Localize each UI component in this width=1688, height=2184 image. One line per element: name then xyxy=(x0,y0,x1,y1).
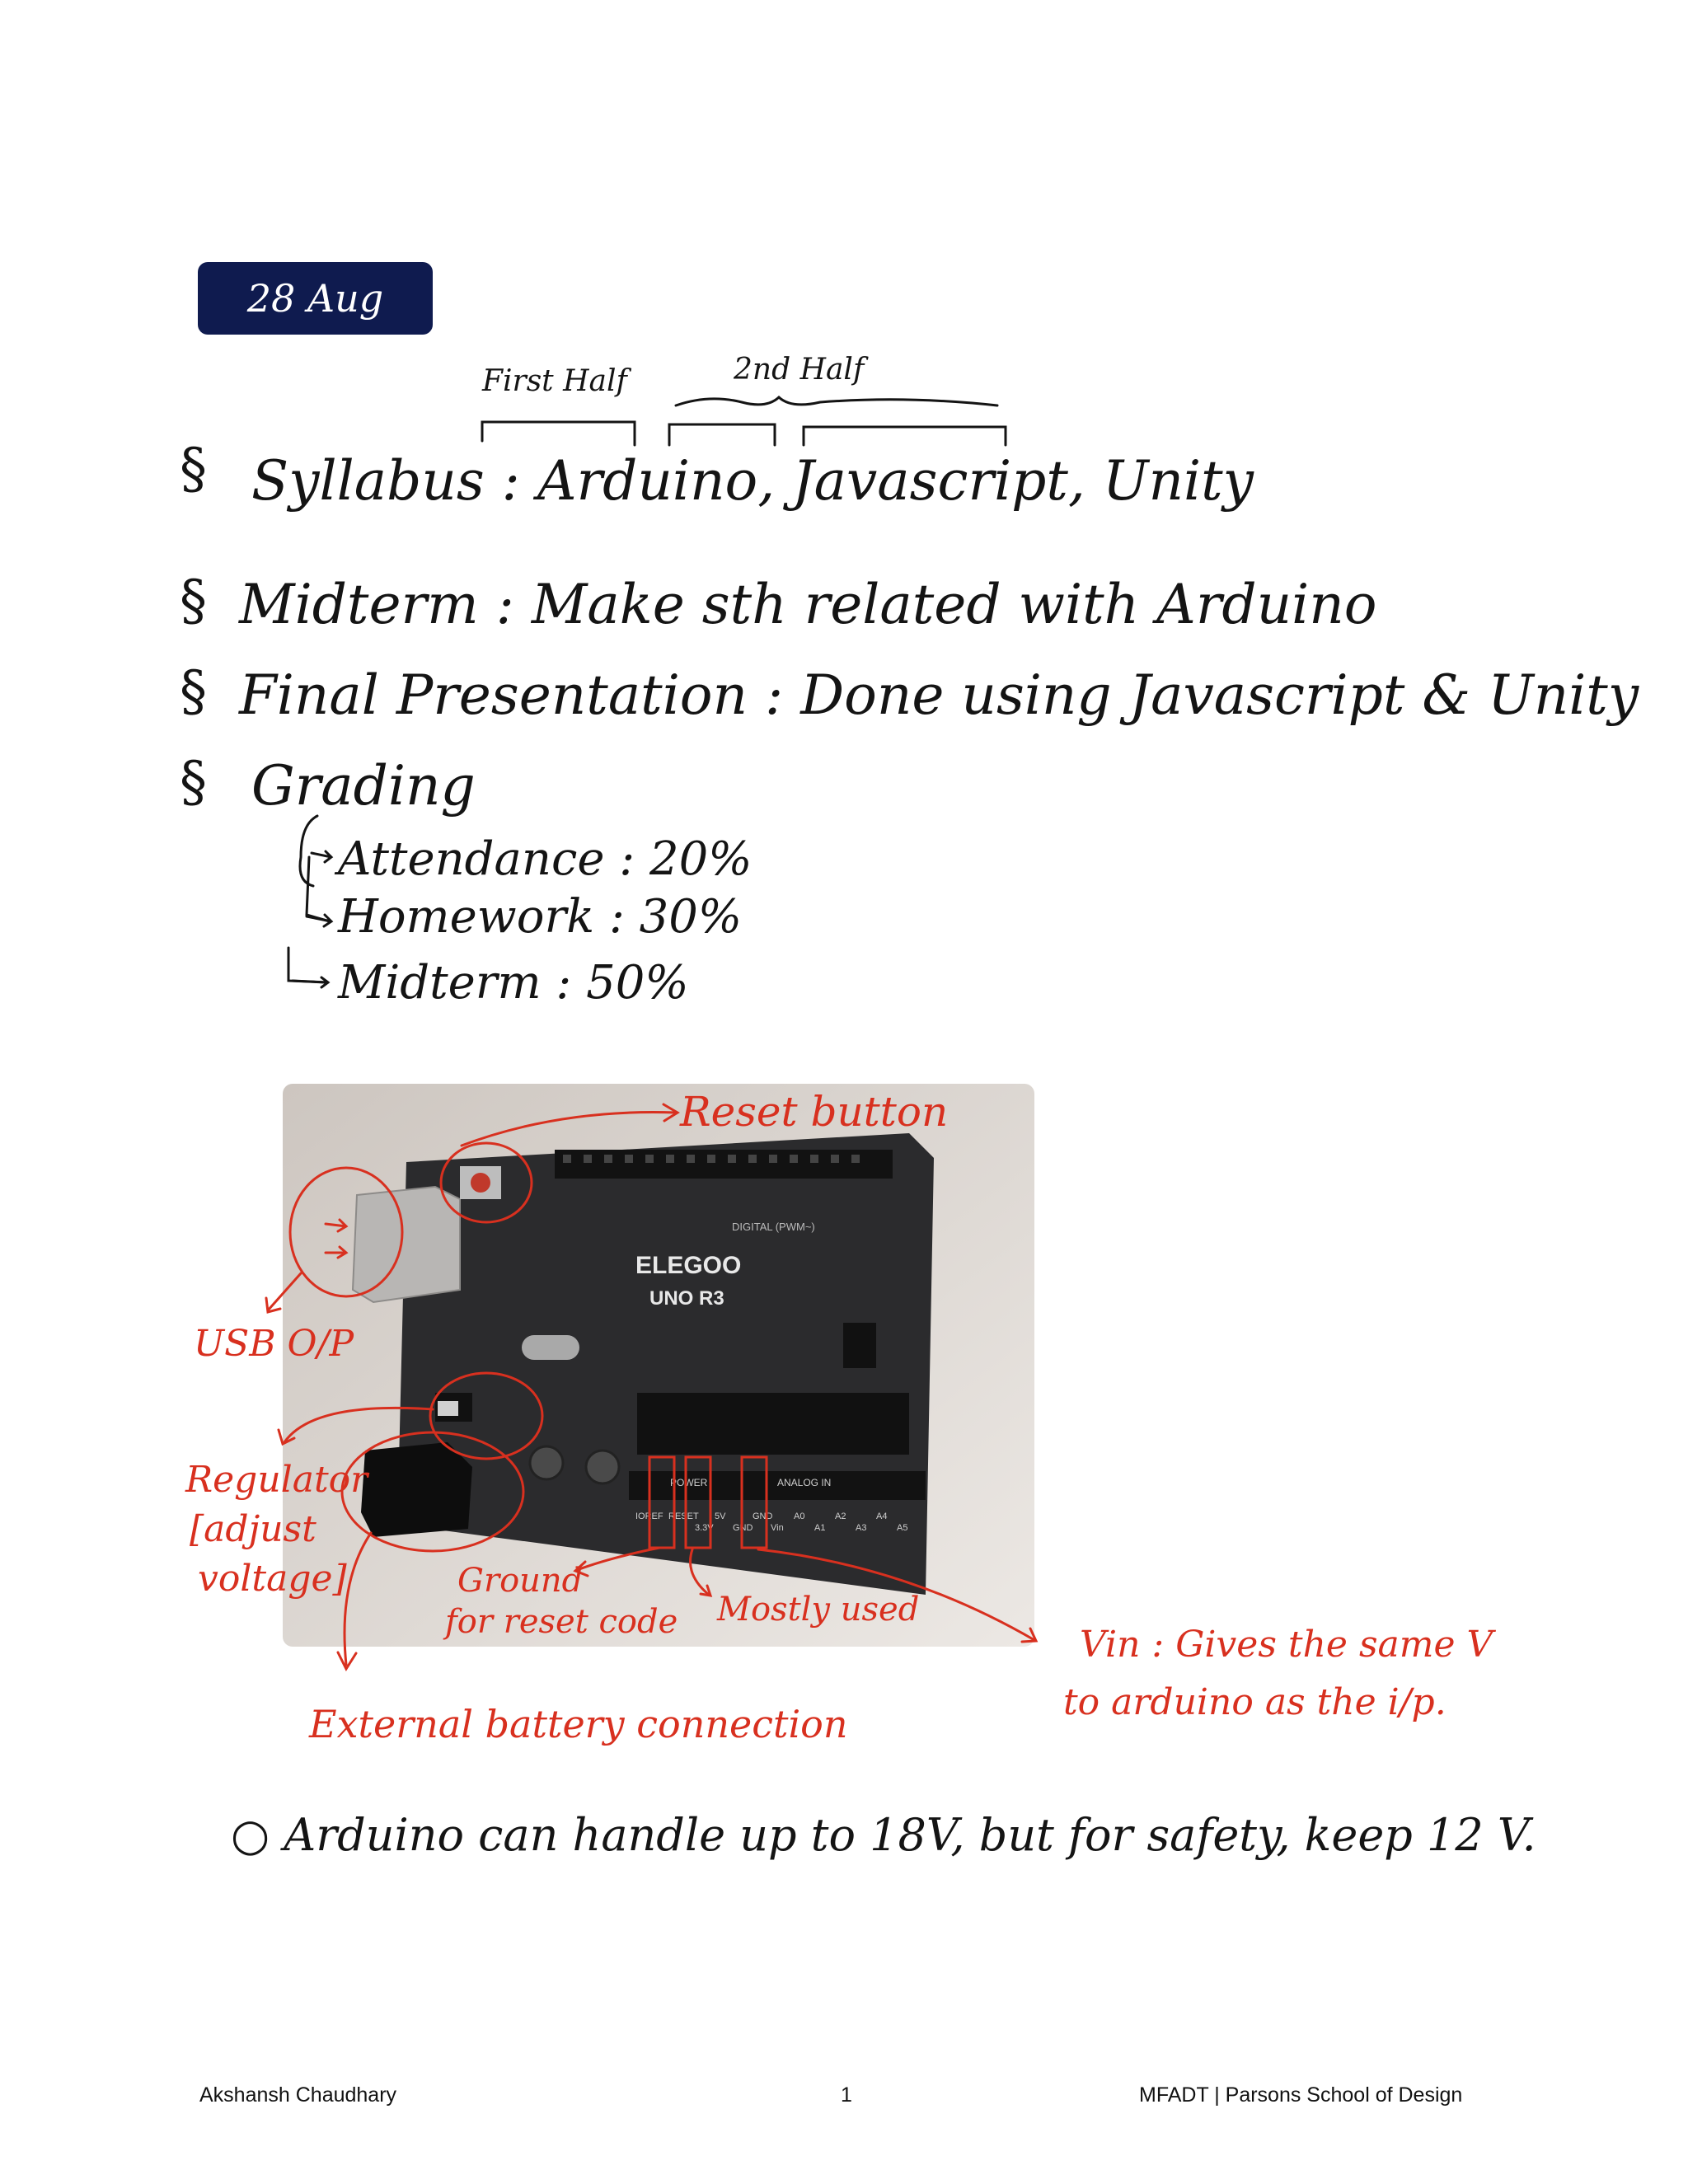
annotation-ground: Ground xyxy=(457,1562,584,1600)
pin-label: RESET xyxy=(668,1511,699,1521)
board-model: UNO R3 xyxy=(649,1287,724,1310)
power-label: POWER xyxy=(670,1477,708,1488)
bullet-icon: ○ xyxy=(231,1809,284,1861)
pin-label: 5V xyxy=(715,1511,726,1521)
analog-pin-label: A1 xyxy=(814,1523,825,1533)
section-mark-icon: § xyxy=(180,569,207,632)
arduino-photo: ELEGOO UNO R3 DIGITAL (PWM~) POWER ANALO… xyxy=(283,1084,1034,1647)
annotation-usb: USB O/P xyxy=(194,1323,354,1365)
section-mark-icon: § xyxy=(180,437,207,500)
second-half-label: 2nd Half xyxy=(734,353,865,387)
annotation-battery: External battery connection xyxy=(309,1702,848,1746)
grading-item-homework: Homework : 30% xyxy=(338,890,743,944)
analog-pin-label: A4 xyxy=(876,1511,887,1521)
footer-author: Akshansh Chaudhary xyxy=(199,2083,397,2107)
syllabus-line: Syllabus : Arduino, Javascript, Unity xyxy=(251,449,1254,513)
annotation-regulator-note-1: [adjust xyxy=(190,1508,316,1550)
midterm-line: Midterm : Make sth related with Arduino xyxy=(239,573,1377,636)
footer-school: MFADT | Parsons School of Design xyxy=(1139,2083,1463,2107)
annotation-regulator-note-2: voltage] xyxy=(198,1558,347,1600)
annotation-vin-2: to arduino as the i/p. xyxy=(1063,1681,1447,1723)
annotation-regulator: Regulator xyxy=(185,1459,368,1501)
analog-pin-label: A0 xyxy=(794,1511,804,1521)
final-line: Final Presentation : Done using Javascri… xyxy=(239,663,1639,727)
digital-label: DIGITAL (PWM~) xyxy=(732,1221,815,1233)
annotation-vin-1: Vin : Gives the same V xyxy=(1080,1624,1493,1666)
date-badge: 28 Aug 2018 xyxy=(198,262,433,393)
pin-label: 3.3V xyxy=(695,1523,714,1533)
pin-label: Vin xyxy=(771,1523,784,1533)
analog-pin-label: A3 xyxy=(856,1523,866,1533)
section-mark-icon: § xyxy=(180,659,207,723)
grading-item-attendance: Attendance : 20% xyxy=(338,832,753,886)
first-half-label: First Half xyxy=(482,364,627,398)
analog-pin-label: A5 xyxy=(897,1523,907,1533)
section-mark-icon: § xyxy=(180,750,207,813)
analog-label: ANALOG IN xyxy=(777,1477,831,1488)
safety-note: ○ Arduino can handle up to 18V, but for … xyxy=(231,1809,1536,1861)
analog-pin-label: A2 xyxy=(835,1511,846,1521)
grading-title: Grading xyxy=(251,754,476,818)
annotation-mostly-used: Mostly used xyxy=(717,1591,920,1629)
grading-item-midterm: Midterm : 50% xyxy=(338,956,689,1010)
annotation-reset-button: Reset button xyxy=(680,1088,949,1136)
board-brand: ELEGOO xyxy=(635,1252,741,1279)
footer-page-number: 1 xyxy=(841,2083,852,2107)
annotation-ground-note: for reset code xyxy=(445,1603,678,1641)
